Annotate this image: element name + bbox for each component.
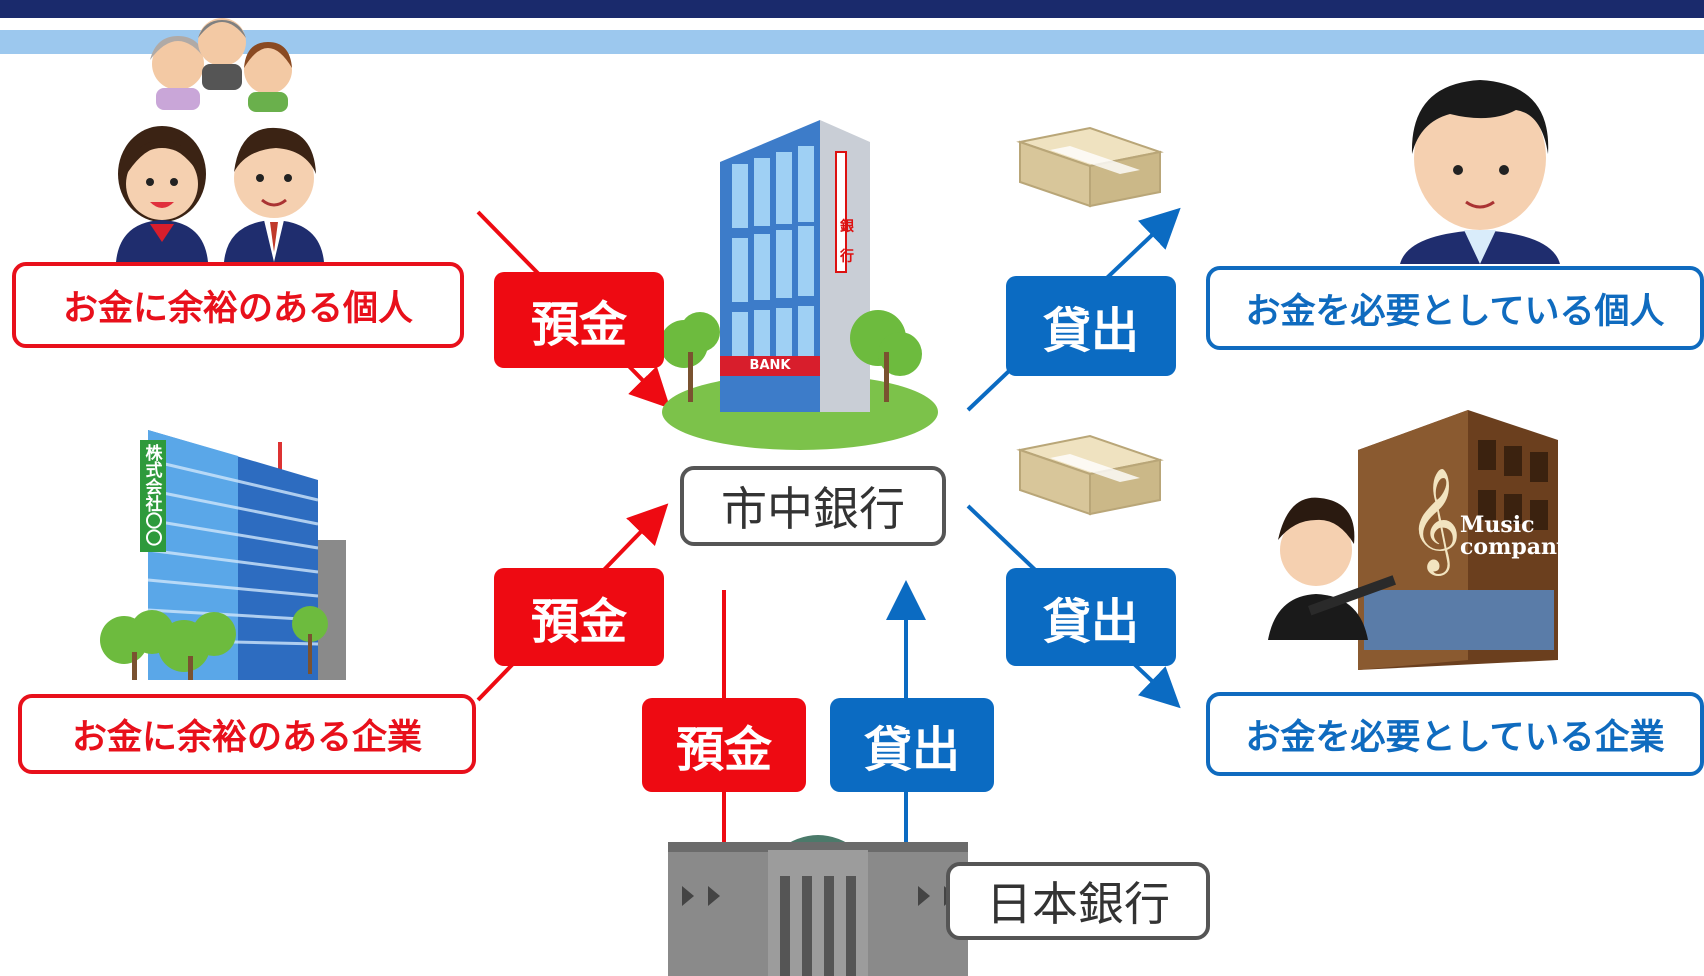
tag-loan-individual: 貸出 — [1006, 276, 1176, 376]
bank-vertical-sign: 銀行 — [840, 219, 854, 265]
tag-deposit-individual: 預金 — [494, 272, 664, 368]
company-vertical-sign: 株式会社〇〇 — [145, 444, 163, 549]
tag-loan-boj: 貸出 — [830, 698, 994, 792]
svg-text:𝄞: 𝄞 — [1408, 467, 1461, 576]
header-bar — [0, 0, 1704, 18]
businessman-icon — [1400, 80, 1560, 264]
money-bundle-icon-bottom — [1016, 434, 1164, 516]
company-building-icon — [100, 430, 346, 680]
tag-deposit-boj: 預金 — [642, 698, 806, 792]
label-company-need: お金を必要としている企業 — [1206, 692, 1704, 776]
label-company-surplus: お金に余裕のある企業 — [18, 694, 476, 774]
tag-deposit-company: 預金 — [494, 568, 664, 666]
label-individual-need: お金を必要としている個人 — [1206, 266, 1704, 350]
boj-building-icon — [668, 835, 968, 976]
music-company-icon: 𝄞 — [1268, 410, 1558, 670]
label-commercial-bank: 市中銀行 — [680, 466, 946, 546]
money-bundle-icon-top — [1016, 126, 1164, 208]
tag-loan-company: 貸出 — [1006, 568, 1176, 666]
family-icon — [150, 18, 292, 112]
couple-icon — [116, 126, 324, 262]
label-central-bank: 日本銀行 — [946, 862, 1210, 940]
label-individual-surplus: お金に余裕のある個人 — [12, 262, 464, 348]
music-company-sign: Music company — [1460, 512, 1570, 560]
commercial-bank-icon — [660, 120, 938, 450]
bank-sign: BANK — [749, 358, 791, 373]
